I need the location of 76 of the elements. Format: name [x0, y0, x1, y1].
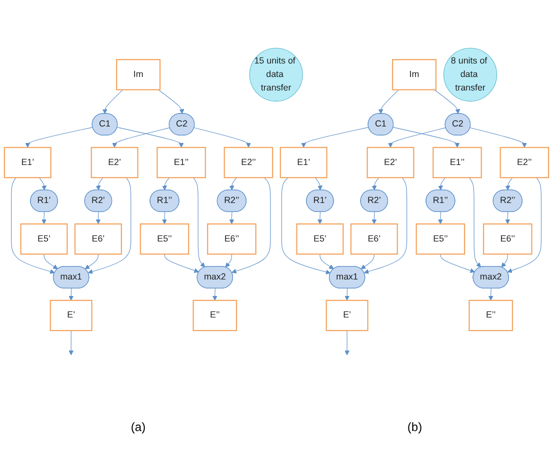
- arrow: [158, 89, 184, 114]
- arrow: [470, 127, 527, 148]
- node-box: E1’: [280, 146, 328, 178]
- arrow: [229, 212, 234, 224]
- arrow: [192, 177, 206, 268]
- arrow: [314, 177, 322, 190]
- arrow: [507, 177, 542, 273]
- arrow: [501, 254, 508, 268]
- arrow: [505, 177, 513, 190]
- arrow: [344, 330, 350, 356]
- node-box: E’’: [468, 300, 514, 332]
- arrow: [225, 254, 232, 268]
- arrow: [232, 177, 271, 274]
- arrow: [11, 177, 55, 274]
- node-box: E5’: [296, 223, 344, 255]
- node-box: Im: [392, 59, 436, 90]
- arrow: [68, 330, 74, 356]
- arrow: [116, 127, 184, 148]
- arrow: [162, 177, 170, 190]
- node-box: E2’’: [224, 146, 274, 178]
- node-box: E5’: [20, 223, 68, 255]
- node-box: E2’: [366, 146, 414, 178]
- arrow: [164, 254, 200, 273]
- arrow: [468, 177, 482, 268]
- arrow: [112, 127, 170, 148]
- node-box: E’’: [192, 300, 238, 332]
- arrow: [162, 212, 167, 224]
- arrow: [372, 177, 380, 190]
- node-box: E2’: [90, 146, 138, 178]
- node-circle: 8 units of data transfer: [443, 48, 498, 102]
- arrow: [25, 127, 93, 148]
- arrow: [194, 127, 251, 148]
- arrow: [96, 212, 101, 224]
- node-box: E1’’: [432, 146, 482, 178]
- node-box: E1’’: [156, 146, 206, 178]
- node-box: Im: [116, 59, 161, 90]
- node-box: E5’’: [416, 223, 466, 255]
- node-box: E6’’: [482, 223, 532, 255]
- arrow: [68, 288, 74, 301]
- arrow: [438, 177, 446, 190]
- node-box: E1’: [4, 146, 52, 178]
- arrow: [488, 288, 494, 301]
- arrow: [392, 127, 460, 148]
- arrow: [84, 254, 98, 270]
- arrow: [229, 177, 237, 190]
- node-box: E6’: [350, 223, 398, 255]
- arrow: [388, 127, 446, 148]
- node-box: E6’: [74, 223, 122, 255]
- arrow: [102, 89, 124, 114]
- node-circle: 15 units of data transfer: [249, 48, 303, 102]
- panel-label: (a): [130, 420, 146, 434]
- arrow: [42, 212, 46, 224]
- arrow: [434, 89, 460, 114]
- node-box: E’: [50, 300, 92, 332]
- node-box: E2’’: [500, 146, 550, 178]
- arrow: [320, 254, 334, 270]
- arrow: [372, 212, 377, 224]
- arrow: [39, 177, 47, 190]
- node-box: E6’’: [207, 223, 256, 255]
- arrow: [44, 254, 58, 270]
- arrow: [344, 288, 350, 301]
- arrow: [378, 89, 400, 114]
- arrow: [438, 212, 443, 224]
- panel-label: (b): [407, 420, 422, 434]
- arrow: [212, 288, 218, 301]
- arrow: [301, 127, 369, 148]
- arrow: [96, 177, 104, 190]
- arrow: [505, 212, 510, 224]
- arrow: [88, 177, 132, 274]
- arrow: [440, 254, 475, 273]
- arrow: [318, 212, 322, 224]
- node-box: E’: [326, 300, 368, 332]
- arrow: [360, 254, 374, 270]
- arrow: [364, 177, 408, 274]
- node-box: E5’’: [140, 223, 190, 255]
- arrow: [281, 177, 331, 274]
